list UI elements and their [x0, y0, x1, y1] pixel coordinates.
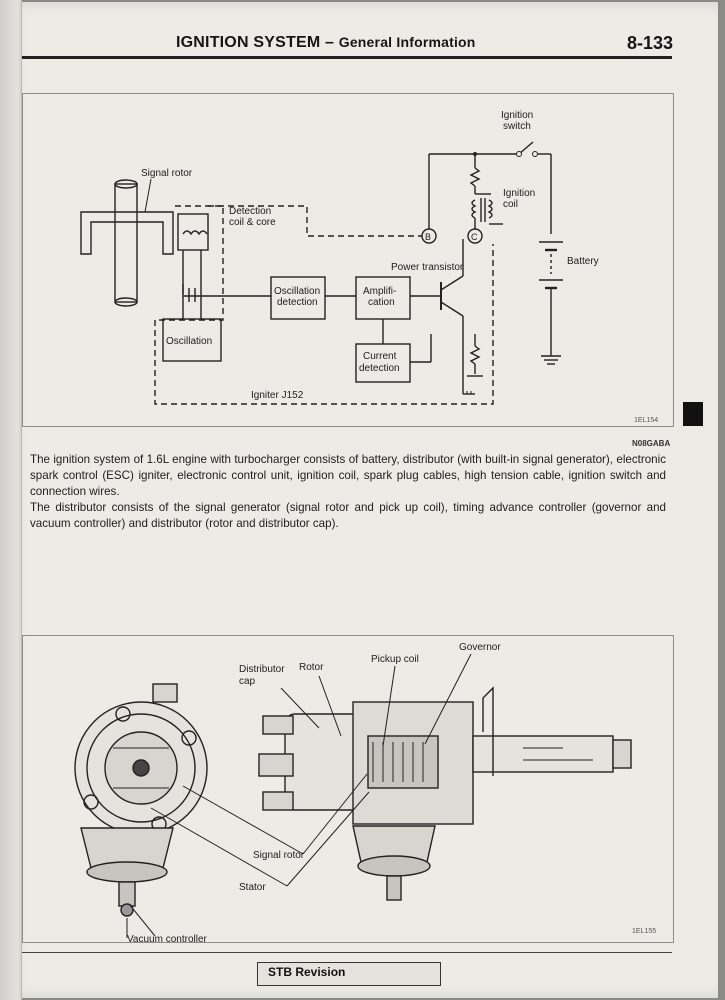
footer-label: STB Revision — [268, 965, 346, 979]
label-detection-2: coil & core — [229, 217, 276, 228]
paragraph-ignition-system: The ignition system of 1.6L engine with … — [30, 453, 666, 498]
page-number: 8-133 — [626, 33, 673, 53]
terminal-c — [467, 228, 483, 244]
detection-coil — [182, 230, 208, 236]
plug-terminal-2 — [258, 753, 294, 777]
drive-gear — [612, 739, 632, 769]
signal-rotor-leader — [144, 178, 152, 213]
distributor-inner-ring — [86, 713, 196, 823]
screw-2 — [181, 730, 197, 746]
label-detection-1: Detection — [229, 206, 271, 217]
label-ignition-coil-2: coil — [503, 199, 518, 210]
label-amplification-2: cation — [368, 297, 395, 308]
ballast-resistor — [469, 167, 481, 187]
label-distributor-cap-2: cap — [239, 676, 256, 687]
ignition-circuit-figure: B C Signal rotor Detection coil & core I… — [22, 93, 674, 427]
terminal-b — [421, 228, 437, 244]
label-signal-rotor: Signal rotor — [141, 168, 193, 179]
label-ignition-switch-2: switch — [503, 121, 531, 132]
label-amplification-1: Amplifi- — [363, 286, 396, 297]
label-rotor: Rotor — [299, 662, 324, 673]
label-ignition-switch-1: Ignition — [501, 110, 533, 121]
label-governor: Governor — [459, 642, 501, 653]
distributor-figure: Distributor cap Rotor Pickup coil Govern… — [22, 635, 674, 945]
label-current-detection-1: Current — [363, 351, 397, 362]
ignition-coil-secondary — [487, 199, 493, 219]
label-distributor-cap-1: Distributor — [239, 664, 285, 675]
footer-box — [257, 962, 441, 986]
label-oscillation-detection-2: detection — [277, 297, 318, 308]
distributor-illustration: Distributor cap Rotor Pickup coil Govern… — [74, 642, 632, 945]
detection-link — [208, 205, 428, 237]
oscillation-detection-block — [270, 276, 326, 320]
page-binding-edge — [0, 0, 22, 1000]
label-power-transistor: Power transistor — [391, 262, 464, 273]
terminal-c-label: C — [471, 232, 478, 242]
plug-terminal-3 — [262, 791, 294, 811]
label-oscillation: Oscillation — [166, 336, 212, 347]
rotor-shaft-center — [132, 759, 150, 777]
label-battery: Battery — [567, 256, 599, 267]
label-vacuum-controller: Vacuum controller — [127, 934, 208, 944]
label-oscillation-detection-1: Oscillation — [274, 286, 320, 297]
rotor-shaft-bottom — [114, 297, 138, 307]
header-separator: – — [320, 34, 339, 51]
label-igniter: Igniter J152 — [251, 390, 304, 401]
label-ignition-coil-1: Ignition — [503, 188, 535, 199]
connector-top — [152, 683, 178, 703]
plug-terminal-1 — [262, 715, 294, 735]
paragraph-distributor: The distributor consists of the signal g… — [30, 501, 666, 530]
distributor-shaft-housing — [472, 735, 614, 773]
screw-1 — [115, 706, 131, 722]
section-code: N08GABA — [632, 439, 671, 448]
rotor-shaft — [114, 183, 138, 303]
header-subtitle: General Information — [338, 34, 476, 50]
ignition-circuit-diagram: B C Signal rotor Detection coil & core I… — [80, 110, 599, 405]
figure2-code: 1EL155 — [632, 928, 657, 935]
label-stator: Stator — [239, 882, 266, 893]
header-section: IGNITION SYSTEM — [176, 34, 321, 51]
ignition-coil-primary — [471, 199, 477, 219]
terminal-b-label: B — [425, 232, 431, 242]
detection-core — [177, 213, 209, 251]
footer-rule — [22, 952, 672, 953]
page-header-title: IGNITION SYSTEM – General Information — [176, 34, 476, 52]
igniter-boundary — [154, 205, 494, 405]
signal-rotor-fork — [80, 211, 174, 255]
current-sense-resistor — [469, 345, 481, 365]
ignition-switch-contact — [518, 141, 534, 155]
section-thumb-tab — [683, 402, 703, 426]
rotor-shaft-top — [114, 179, 138, 189]
label-pickup-coil: Pickup coil — [371, 654, 419, 665]
label-current-detection-2: detection — [359, 363, 400, 374]
figure1-code: 1EL154 — [634, 417, 659, 424]
screw-3 — [83, 794, 99, 810]
header-rule — [22, 56, 672, 59]
oscillation-block — [162, 318, 222, 362]
label-signal-rotor-2: Signal rotor — [253, 850, 305, 861]
